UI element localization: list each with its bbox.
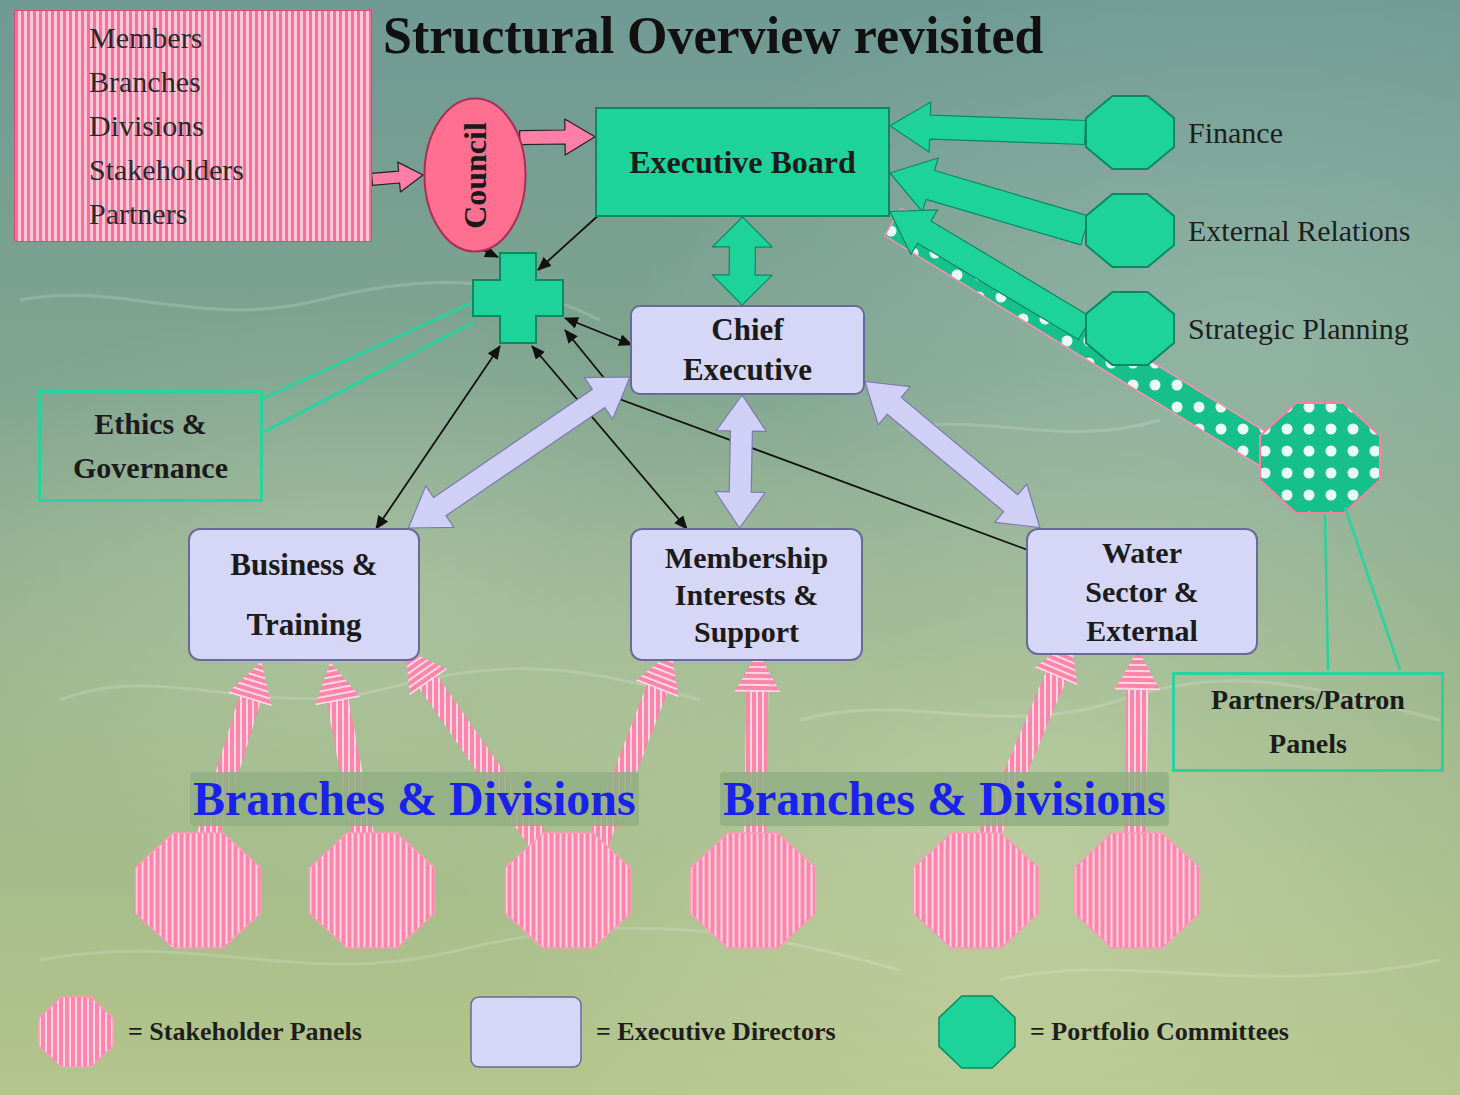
box-label: Partners/Patron Panels — [1183, 678, 1433, 766]
council-label: Council — [457, 122, 494, 229]
text-stack: Water Sector & External — [1062, 533, 1222, 650]
committee-name: External Relations — [1188, 214, 1410, 248]
council-ellipse: Council — [423, 97, 527, 253]
member-item: Partners — [89, 192, 244, 236]
box-label: Membership Interests & Support — [638, 539, 856, 650]
text-stack: Executive Board — [629, 142, 856, 182]
octagon-shape — [1085, 95, 1175, 170]
member-item: Stakeholders — [89, 148, 244, 192]
member-item: Divisions — [89, 104, 244, 148]
connector-arrow — [890, 102, 1085, 152]
portfolio-committee: Strategic Planning — [1085, 291, 1455, 366]
ethics-links — [264, 302, 474, 432]
partner-octagon — [1260, 403, 1380, 513]
legend-text: = Executive Directors — [596, 1015, 836, 1049]
octagon-outline — [1086, 96, 1174, 169]
stakeholder-panels — [136, 833, 1200, 948]
diagram-title: Structural Overview revisited — [383, 6, 1043, 65]
box-label: Executive Board — [629, 142, 856, 182]
legend-text: = Stakeholder Panels — [128, 1015, 362, 1049]
group-label: Branches & Divisions — [720, 772, 1169, 826]
connector-arrow — [372, 162, 424, 192]
portfolio-committee: Finance — [1085, 95, 1455, 170]
legend-swatch — [938, 995, 1016, 1069]
org-box: Partners/Patron Panels — [1172, 672, 1444, 772]
committee-name: Finance — [1188, 116, 1283, 150]
committee-name: Strategic Planning — [1188, 312, 1409, 346]
connector-arrow — [865, 382, 1040, 528]
connector-arrow — [715, 395, 766, 528]
octagon-shape — [1085, 291, 1175, 366]
leader-lines — [1325, 507, 1400, 670]
box-label: Water Sector & External — [1062, 533, 1222, 650]
connector-arrow — [520, 119, 595, 155]
swatch-octagon — [939, 996, 1015, 1068]
box-label: Chief Executive — [658, 310, 838, 390]
legend-text: = Portfolio Committees — [1030, 1015, 1289, 1049]
member-group-box: MembersBranchesDivisionsStakeholdersPart… — [14, 10, 372, 242]
text-stack: Ethics & Governance — [51, 402, 251, 490]
member-item: Branches — [89, 60, 244, 104]
water-caustics — [20, 283, 1440, 980]
connector-arrow — [712, 217, 772, 305]
org-box: Executive Board — [595, 107, 890, 217]
member-item: Members — [89, 16, 244, 60]
governance-cross — [473, 253, 563, 343]
octagon-outline — [1086, 292, 1174, 365]
org-box: Ethics & Governance — [38, 390, 263, 502]
swatch-rect — [471, 997, 581, 1067]
ellipse-outline — [425, 99, 526, 252]
box-label: Business & Training — [212, 535, 397, 655]
portfolio-committee: External Relations — [1085, 193, 1455, 268]
box-label: Ethics & Governance — [51, 402, 251, 490]
text-stack: Business & Training — [212, 535, 397, 655]
text-stack: MembersBranchesDivisionsStakeholdersPart… — [15, 16, 244, 236]
text-stack: Membership Interests & Support — [638, 539, 856, 650]
text-stack: Partners/Patron Panels — [1183, 678, 1433, 766]
org-box: Business & Training — [188, 528, 420, 661]
legend-swatch — [38, 996, 114, 1068]
connector-arrow — [408, 377, 630, 528]
org-box: Chief Executive — [630, 305, 865, 395]
org-box: Membership Interests & Support — [630, 528, 863, 661]
org-box: Water Sector & External — [1026, 528, 1258, 655]
group-label: Branches & Divisions — [190, 772, 639, 826]
connector-arrow — [890, 210, 1092, 340]
text-stack: Chief Executive — [658, 310, 838, 390]
octagon-shape — [1085, 193, 1175, 268]
legend-swatch — [470, 996, 582, 1068]
swatch-octagon — [39, 997, 113, 1067]
octagon-outline — [1086, 194, 1174, 267]
